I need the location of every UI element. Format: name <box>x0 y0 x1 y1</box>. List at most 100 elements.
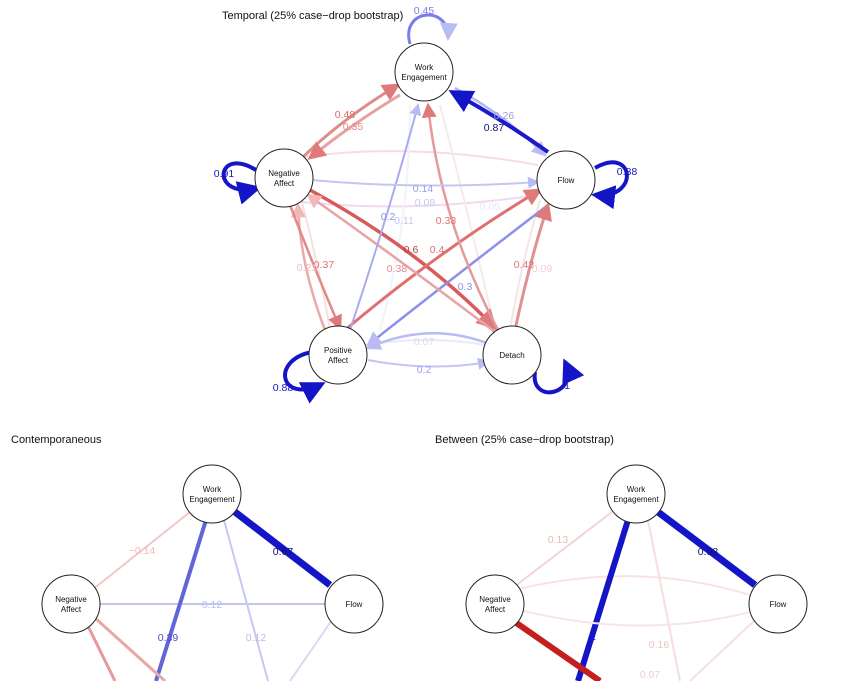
temporal-panel: 0.45 0.91 0.88 0.88 1 0.48 0.35 0.26 0.8… <box>214 5 638 404</box>
node-label: Negative <box>479 595 511 604</box>
edge-label: 0.16 <box>649 639 670 651</box>
node-label: Affect <box>274 179 295 188</box>
edge-label: 0.43 <box>514 259 535 271</box>
self-loop-positive-affect: 0.88 <box>273 350 326 404</box>
edge-na-to-pa <box>288 204 342 331</box>
edge-flow-pa <box>289 619 333 681</box>
edge-na-to-detach <box>309 188 498 331</box>
edge-label: 0.08 <box>415 197 436 209</box>
node-flow[interactable]: Flow <box>748 574 808 634</box>
edge-label: 0.6 <box>404 244 419 256</box>
edge-flow-to-we <box>448 90 550 154</box>
edge-label: 0.2 <box>381 211 396 223</box>
edge-detach-to-flow <box>513 202 552 331</box>
node-negative-affect[interactable]: Negative Affect <box>41 574 101 634</box>
edge-flow-to-pa <box>366 204 549 347</box>
node-label: Affect <box>61 605 82 614</box>
edge-label: 0.37 <box>314 259 335 271</box>
edge-we-flow <box>232 509 333 588</box>
node-negative-affect[interactable]: Negative Affect <box>254 148 314 208</box>
edge-label: 0.39 <box>158 632 179 644</box>
edge-we-na <box>509 511 613 591</box>
edge-label: 0.33 <box>436 215 457 227</box>
node-flow[interactable]: Flow <box>536 150 596 210</box>
edge-label: −0.14 <box>129 545 156 557</box>
node-label: Engagement <box>613 495 659 504</box>
edge-na-pa <box>83 619 117 681</box>
contemporaneous-panel-title: Contemporaneous <box>11 434 102 446</box>
node-label: Positive <box>324 346 353 355</box>
edge-pa-to-detach <box>367 357 490 370</box>
edge-label: 0.05 <box>480 201 501 213</box>
self-loop-work-engagement: 0.45 <box>407 5 458 45</box>
edge-label: 0.88 <box>273 382 294 394</box>
self-loop-detach: 1 <box>532 358 585 395</box>
edge-label: 0.48 <box>335 109 356 121</box>
node-label: Negative <box>55 595 87 604</box>
edge-we-na <box>91 511 191 591</box>
edge-label: 0.14 <box>413 183 434 195</box>
node-label: Negative <box>268 169 300 178</box>
edge-label: 0.67 <box>273 546 294 558</box>
edge-label: 0.88 <box>617 166 638 178</box>
edge-label: 0.12 <box>246 632 267 644</box>
self-loop-flow: 0.88 <box>591 160 638 210</box>
edge-we-detach <box>647 519 681 681</box>
edge-na-detach <box>513 619 602 681</box>
node-negative-affect[interactable]: Negative Affect <box>465 574 525 634</box>
node-work-engagement[interactable]: Work Engagement <box>394 42 454 102</box>
node-detach[interactable]: Detach <box>482 325 542 385</box>
self-loop-negative-affect: 0.91 <box>214 161 262 205</box>
temporal-panel-title: Temporal (25% case−drop bootstrap) <box>222 10 404 22</box>
node-label: Flow <box>558 176 575 185</box>
edge-na-to-flow <box>311 176 540 189</box>
edge-na-flow <box>514 575 751 596</box>
edge-pa-to-flow <box>344 188 543 332</box>
edge-label: 0.12 <box>202 599 223 611</box>
node-label: Work <box>415 63 435 72</box>
node-label: Affect <box>328 356 349 365</box>
node-label: Flow <box>346 600 363 609</box>
node-label: Work <box>203 485 223 494</box>
node-label: Detach <box>499 351 524 360</box>
edge-detach-to-we <box>421 102 500 331</box>
edge-label: 0.11 <box>394 215 414 227</box>
node-label: Engagement <box>401 73 447 82</box>
edge-we-pa <box>575 519 631 681</box>
edge-label: 0.4 <box>430 244 445 256</box>
edge-we-pa <box>154 519 208 681</box>
node-work-engagement[interactable]: Work Engagement <box>606 464 666 524</box>
edge-na-detach <box>93 616 167 681</box>
edge-label: 0.07 <box>414 336 435 348</box>
edge-label: 0.91 <box>214 168 235 180</box>
edge-we-to-na <box>307 93 401 160</box>
edge-pa-to-we <box>349 103 422 331</box>
edge-label: 0.35 <box>343 121 364 133</box>
edge-label: 0.21 <box>297 262 318 274</box>
node-label: Work <box>627 485 647 494</box>
edge-label: 0.38 <box>387 263 408 275</box>
node-label: Flow <box>770 600 787 609</box>
edge-we-flow <box>655 509 758 588</box>
between-panel: 0.13 0.98 0.16 0.07 1 Work Engagement Ne… <box>465 464 808 681</box>
edge-flow-detach <box>689 619 756 681</box>
edge-we-detach <box>223 519 269 681</box>
edge-label: 1 <box>564 380 570 392</box>
node-positive-affect[interactable]: Positive Affect <box>308 325 368 385</box>
edge-label: 0.2 <box>417 364 432 376</box>
edge-label: 0.87 <box>484 122 505 134</box>
edge-label: 0.45 <box>414 5 435 17</box>
edge-label: 0.3 <box>458 281 473 293</box>
node-flow[interactable]: Flow <box>324 574 384 634</box>
edge-label: 0.07 <box>640 669 661 681</box>
edge-pa-to-na <box>290 202 327 331</box>
between-panel-title: Between (25% case−drop bootstrap) <box>435 434 614 446</box>
edge-label: 0.09 <box>532 263 553 275</box>
node-work-engagement[interactable]: Work Engagement <box>182 464 242 524</box>
edge-label: 0.98 <box>698 546 719 558</box>
edge-detach-to-na <box>305 193 496 333</box>
node-label: Affect <box>485 605 506 614</box>
edge-label: 0.26 <box>494 110 515 122</box>
edge-label: 1 <box>590 631 596 643</box>
